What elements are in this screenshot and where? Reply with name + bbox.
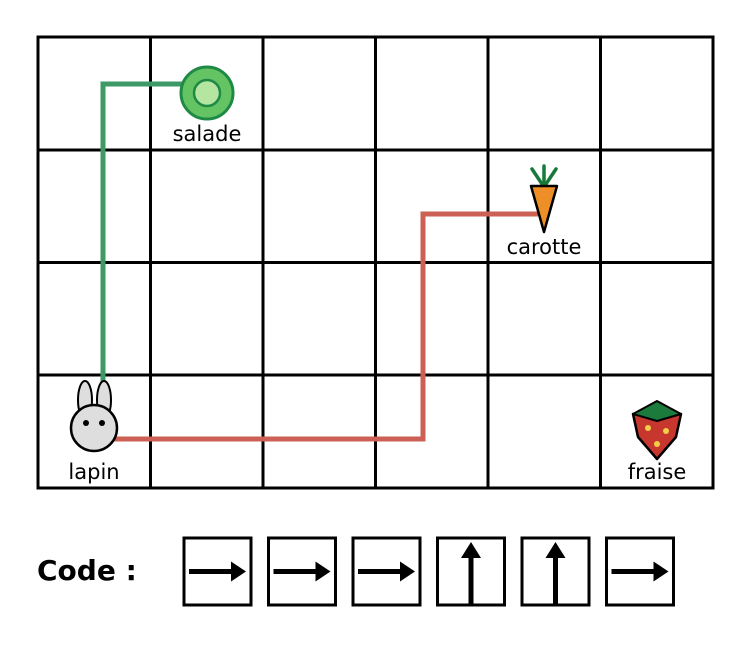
- arrow-right-icon: [189, 561, 246, 582]
- arrow-up-icon: [461, 542, 481, 605]
- code-step-right: [182, 536, 253, 607]
- green-path: [100, 81, 218, 421]
- code-step-up: [436, 536, 506, 607]
- red-path: [83, 211, 538, 442]
- arrow-right-icon: [358, 561, 415, 582]
- code-step-up: [520, 536, 591, 607]
- arrow-right-icon: [273, 561, 331, 582]
- arrow-up-icon: [545, 542, 566, 605]
- carotte-label: carotte: [507, 235, 582, 259]
- fraise-label: fraise: [628, 460, 687, 484]
- lapin-label: lapin: [68, 460, 119, 484]
- code-sequence: [182, 536, 675, 607]
- code-label: Code :: [37, 554, 137, 587]
- code-step-right: [267, 536, 337, 607]
- carotte-icon: [529, 164, 559, 234]
- arrow-right-icon: [611, 561, 669, 582]
- lapin-icon: [69, 380, 119, 453]
- fraise-icon: [631, 400, 683, 461]
- grid: [36, 35, 715, 490]
- salade-label: salade: [173, 122, 242, 146]
- code-step-right: [605, 536, 675, 607]
- code-step-right: [351, 536, 422, 607]
- salade-icon: [179, 65, 235, 121]
